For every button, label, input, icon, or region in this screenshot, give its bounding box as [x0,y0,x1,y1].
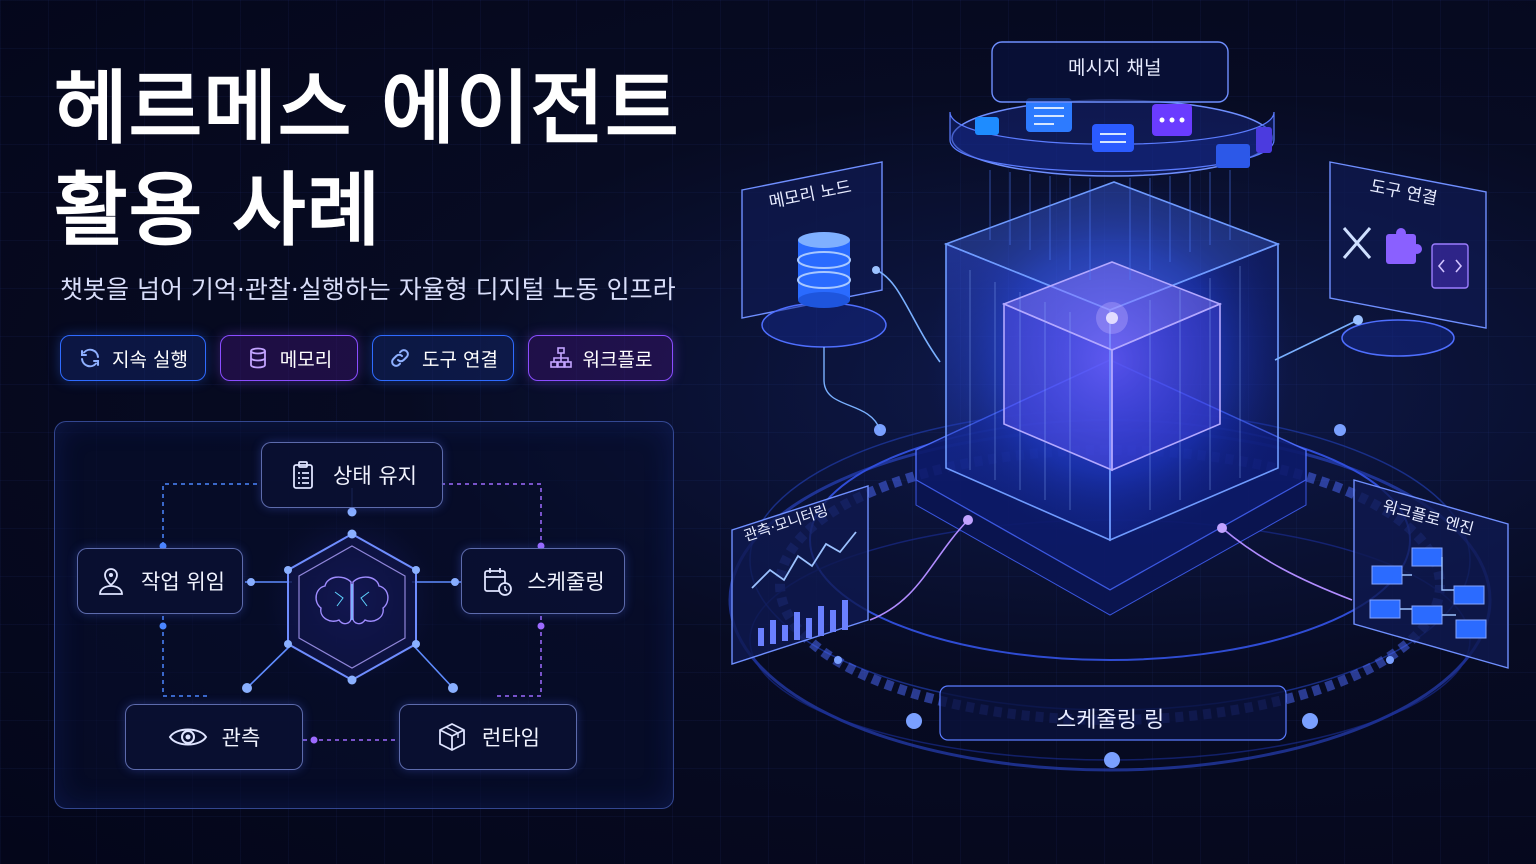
page-title: 헤르메스 에이전트 활용 사례 [54,58,680,262]
workflow-engine-panel [963,479,1509,669]
core-cube [943,181,1281,542]
node-state-keeping: 상태 유지 [261,442,443,508]
wrench-icon [1342,227,1372,259]
node-observation: 관측 [125,704,303,770]
message-channel-label: 메시지 채널 [1068,57,1162,79]
node-label: 상태 유지 [333,464,417,488]
scheduling-ring-label: 스케줄링 링 [1056,708,1165,733]
chip-workflow: 워크플로 [528,335,673,381]
chip-label: 메모리 [279,348,333,371]
chip-persistent-execution: 지속 실행 [60,335,206,381]
database-icon [797,232,851,308]
page-subtitle: 챗봇을 넘어 기억·관찰·실행하는 자율형 디지털 노동 인프라 [60,275,676,304]
agent-capability-diagram: 상태 유지 작업 위임 스케줄링 관측 런타임 [54,421,674,809]
puzzle-icon [1386,228,1422,264]
node-label: 관측 [221,726,261,750]
database-icon [249,347,266,369]
chip-label: 워크플로 [582,348,653,371]
cube-icon [439,723,465,751]
chip-label: 지속 실행 [112,348,188,371]
calendar-clock-icon [484,568,513,596]
chip-label: 도구 연결 [422,348,498,371]
node-task-delegation: 작업 위임 [77,548,243,614]
node-scheduling: 스케줄링 [461,548,625,614]
title-line-1: 헤르메스 에이전트 [54,62,680,155]
monitoring-panel [731,485,969,665]
node-label: 런타임 [482,726,540,750]
tool-connection-node [1274,161,1487,361]
node-runtime: 런타임 [399,704,577,770]
clipboard-icon [293,461,313,489]
brain-icon [315,576,389,625]
hierarchy-icon [549,347,572,368]
link-icon [391,349,409,367]
message-channel-ring [949,98,1275,280]
title-line-2: 활용 사례 [54,164,382,257]
code-icon [1431,243,1469,289]
refresh-icon [81,348,100,368]
eye-icon [168,728,207,746]
chip-tool-connection: 도구 연결 [372,335,514,381]
chip-memory: 메모리 [220,335,358,381]
memory-node [741,161,941,431]
node-label: 스케줄링 [527,570,605,594]
node-label: 작업 위임 [141,570,225,594]
diagram-connectors [159,483,545,744]
user-pin-icon [99,568,123,595]
